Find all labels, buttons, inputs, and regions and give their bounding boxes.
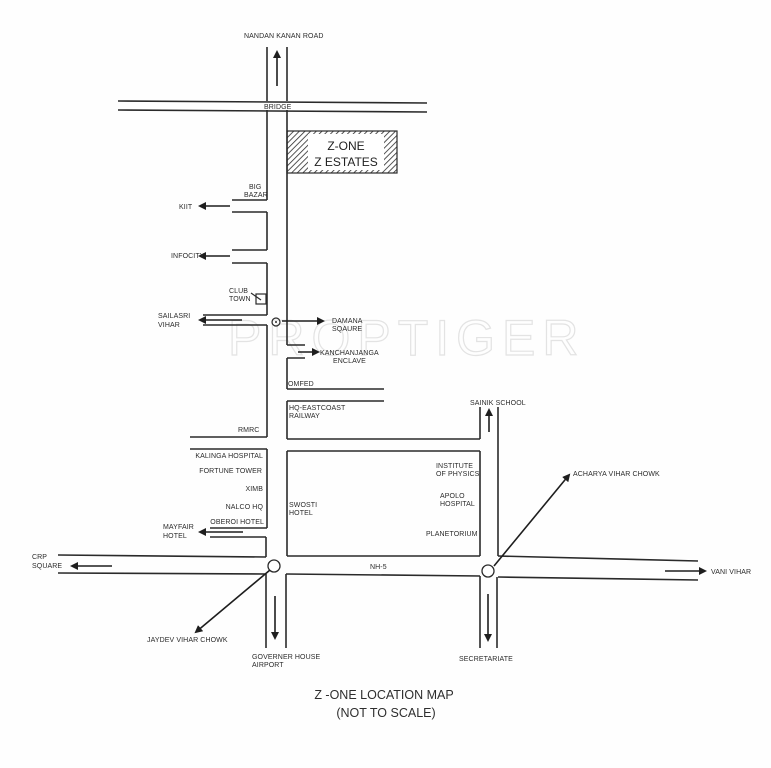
project-marker [286,130,398,174]
nandan-kanan-road [266,47,288,101]
label-big-bazar: BAZAR [244,192,268,199]
label-sailasri-vihar: VIHAR [158,322,180,329]
label-apolo-hospital: APOLO [440,493,465,500]
label-nh5: NH-5 [370,564,387,571]
map-title: Z -ONE LOCATION MAP [314,688,453,702]
label-ximb: XIMB [245,486,263,493]
main-road-east-edge [286,110,481,557]
label-mayfair-hotel: HOTEL [163,533,187,540]
project-name-line1: Z-ONE [327,139,364,153]
label-club-town: TOWN [229,296,251,303]
nh5-highway [57,554,699,648]
label-infocity: INFOCITY [171,253,205,260]
label-vani-vihar: VANI VIHAR [711,569,751,576]
label-governer-house-airport: AIRPORT [252,662,284,669]
watermark-text: PROPTIGER [228,310,585,366]
label-kalinga-hospital: KALINGA HOSPITAL [195,453,263,460]
main-road-west-edge [190,110,268,557]
label-kanchanjanga-enclave: ENCLAVE [333,358,366,365]
label-hq-eastcoast-railway: RAILWAY [289,413,320,420]
label-bridge: BRIDGE [264,104,292,111]
label-sainik-school: SAINIK SCHOOL [470,400,526,407]
arrow-diagonal-icon [194,569,271,634]
label-omfed: OMFED [288,381,314,388]
label-club-town: CLUB [229,288,248,295]
label-swosti-hotel: SWOSTI [289,502,317,509]
label-acharya-vihar-chowk: ACHARYA VIHAR CHOWK [573,471,660,478]
label-sailasri-vihar: SAILASRI [158,313,190,320]
label-secretariate: SECRETARIATE [459,656,513,663]
junction-circle-icon [267,559,281,573]
label-damana-square: DAMANA [332,318,363,325]
label-nalco-hq: NALCO HQ [226,504,264,511]
label-governer-house-airport: GOVERNER HOUSE [252,654,321,661]
label-damana-square: SQAURE [332,326,362,333]
label-jaydev-vihar-chowk: JAYDEV VIHAR CHOWK [147,637,228,644]
label-oberoi-hotel: OBEROI HOTEL [210,519,264,526]
label-apolo-hospital: HOSPITAL [440,501,475,508]
junction-circle-icon [271,317,281,327]
label-rmrc: RMRC [238,427,259,434]
project-name-line2: Z ESTATES [314,155,378,169]
label-crp-square: CRP [32,554,47,561]
label-swosti-hotel: HOTEL [289,510,313,517]
label-planetorium: PLANETORIUM [426,531,478,538]
label-institute-of-physics: OF PHYSICS [436,471,480,478]
bridge-road [117,100,428,113]
label-kiit: KIIT [179,204,193,211]
map-subtitle: (NOT TO SCALE) [336,706,435,720]
label-fortune-tower: FORTUNE TOWER [199,468,262,475]
label-nandan-kanan-road: NANDAN KANAN ROAD [244,33,324,40]
arrow-diagonal-icon [493,473,571,567]
label-crp-square: SQUARE [32,563,62,570]
junction-circle-icon [481,564,495,578]
label-mayfair-hotel: MAYFAIR [163,524,194,531]
label-kanchanjanga-enclave: KANCHANJANGA [320,350,379,357]
label-institute-of-physics: INSTITUTE [436,463,473,470]
label-big-bazar: BIG [249,184,261,191]
label-hq-eastcoast-railway: HQ-EASTCOAST [289,405,346,412]
